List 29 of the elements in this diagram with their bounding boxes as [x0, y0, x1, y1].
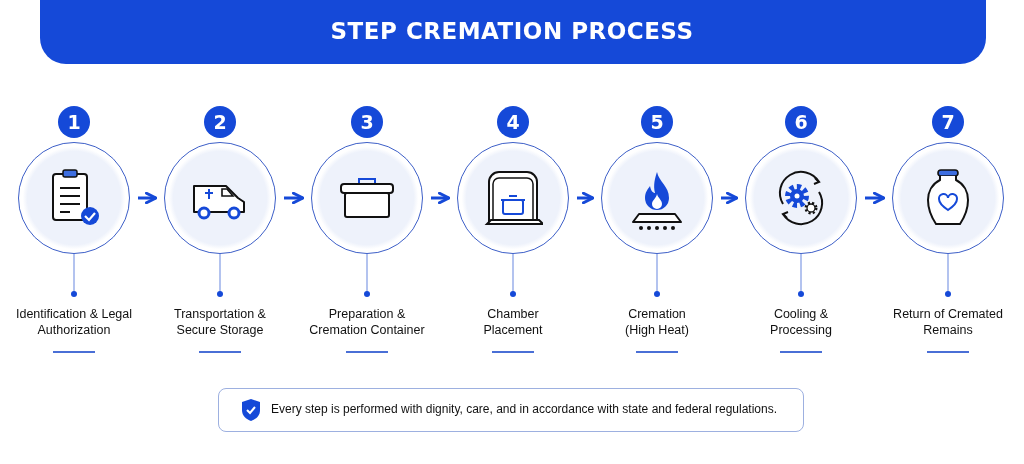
arrow: [284, 191, 305, 205]
step-label: Return of Cremated Remains: [893, 294, 1003, 338]
step-number-badge: 1: [58, 106, 90, 138]
arrow: [721, 191, 739, 205]
arrow: [431, 191, 451, 205]
step-number-badge: 6: [785, 106, 817, 138]
note-text: Every step is performed with dignity, care, and in accordance with state and federal regulations.: [271, 402, 778, 416]
title: STEP CREMATION PROCESS: [330, 18, 694, 44]
leader-line: [654, 253, 660, 297]
step-label: Transportation & Secure Storage: [161, 294, 279, 338]
arrow: [577, 191, 595, 205]
step-label: Chamber Placement: [477, 294, 549, 338]
arrow: [865, 191, 886, 205]
step-number-badge: 2: [204, 106, 236, 138]
step-label: Cooling & Processing: [764, 294, 838, 338]
step-number-badge: 7: [932, 106, 964, 138]
step-number-badge: 4: [497, 106, 529, 138]
step-label: Cremation (High Heat): [615, 294, 699, 338]
leader-line: [217, 253, 223, 297]
step-label: Preparation & Cremation Container: [301, 294, 433, 338]
leader-line: [798, 253, 804, 297]
leader-line: [510, 253, 516, 297]
step-number-badge: 5: [641, 106, 673, 138]
leader-line: [364, 253, 370, 297]
step-label: Identification & Legal Authorization: [15, 294, 133, 338]
leader-line: [71, 253, 77, 297]
arrow: [138, 191, 158, 205]
step-number-badge: 3: [351, 106, 383, 138]
leader-line: [945, 253, 951, 297]
